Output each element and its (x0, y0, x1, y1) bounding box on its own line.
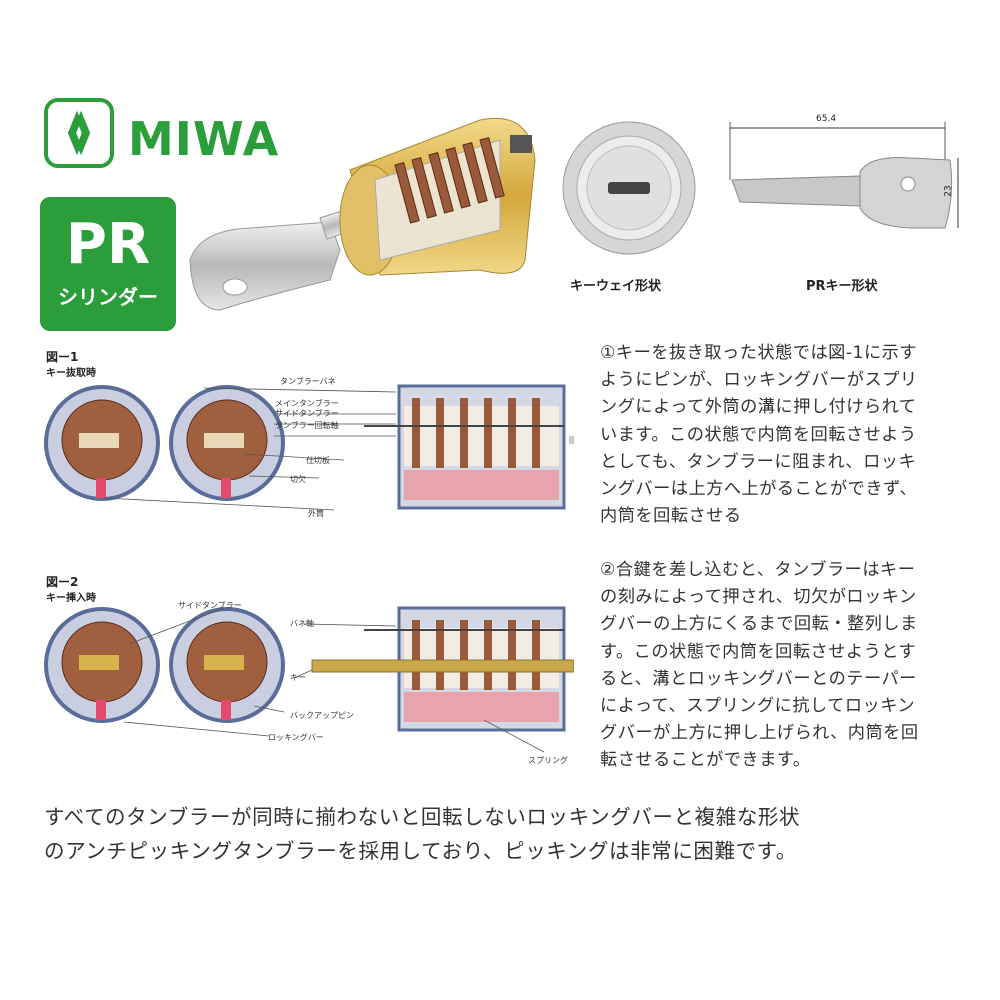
summary-line: すべてのタンブラーが同時に揃わないと回転しないロッキングバーと複雑な形状 (44, 805, 801, 829)
para2-line: ると、溝とロッキングバーとのテーパー (600, 668, 917, 689)
callout-tumbler-axis: タンブラー回転軸 (275, 421, 339, 430)
callout-locking-bar: ロッキングバー (268, 733, 324, 742)
para2-line: の刻みによって押され、切欠がロッキン (600, 587, 917, 608)
para2-line: によって、スプリングに抗してロッキン (600, 696, 916, 717)
callout-notch: 切欠 (290, 475, 306, 484)
para2-line: グバーの上方にくるまで回転・整列しま (600, 614, 918, 635)
badge-title: PR (65, 212, 151, 277)
figure1-sublabel: キー抜取時 (46, 368, 96, 379)
callout-side-tumbler: サイドタンブラー (275, 409, 339, 418)
callout-outer-shell: 外筒 (308, 509, 324, 518)
para2-line: ②合鍵を差し込むと、タンブラーはキー (600, 560, 916, 580)
miwa-logo-mark (44, 98, 114, 168)
figure1-label: 図ー1 (46, 350, 79, 364)
callout-tumbler-spring: タンブラーバネ (280, 377, 336, 386)
para1-line: としても、タンブラーに阻まれ、ロッキ (600, 451, 917, 472)
fig1-leader-lines (103, 387, 397, 511)
badge-subtitle: シリンダー (58, 285, 158, 309)
fig2-cross-section-right (169, 607, 285, 723)
fig1-cross-section-right (169, 385, 285, 501)
explanation-paragraph-1: ①キーを抜き取った状態では図-1に示す ようにピンが、ロッキングバーがスプリ ン… (600, 340, 990, 530)
key-length-label: 65.4 (816, 114, 837, 124)
para2-line: 転させることができます。 (600, 750, 811, 771)
key-caption: PRキー形状 (806, 279, 878, 294)
summary-text: すべてのタンブラーが同時に揃わないと回転しないロッキングバーと複雑な形状 のアン… (44, 800, 984, 868)
figure2-diagram (44, 606, 574, 753)
para1-line: ングバーは上方へ上がることができず、 (600, 479, 918, 500)
para1-line: ようにピンが、ロッキングバーがスプリ (600, 370, 918, 391)
para1-line: 内筒を回転させる (600, 506, 742, 527)
callout-spring-axis: バネ軸 (290, 619, 314, 628)
cylinder-cutaway-illustration (189, 117, 536, 311)
diamond-logo-icon (67, 110, 91, 156)
fig1-longitudinal-section (364, 384, 574, 510)
summary-line: のアンチピッキングタンブラーを採用しており、ピッキングは非常に困難です。 (44, 839, 797, 863)
callout-spring: スプリング (528, 756, 568, 765)
fig2-cross-section-left (44, 607, 160, 723)
callout-backup-pin: バックアップピン (290, 711, 354, 720)
para1-line: ングによって外筒の溝に押し付けられて (600, 397, 917, 418)
callout-key: キー (290, 673, 306, 682)
brand-logo-text: MIWA (128, 112, 280, 166)
figure1-diagram (44, 384, 574, 511)
pr-badge: PR シリンダー (40, 197, 176, 331)
para1-line: ①キーを抜き取った状態では図-1に示す (600, 343, 918, 363)
callout-partition: 仕切板 (306, 456, 330, 465)
explanation-paragraph-2: ②合鍵を差し込むと、タンブラーはキー の刻みによって押され、切欠がロッキン グバ… (600, 557, 990, 775)
callout-main-tumbler: メインタンブラー (275, 399, 339, 408)
callout-side-tumbler-2: サイドタンブラー (178, 601, 242, 610)
pr-key-illustration (729, 122, 959, 229)
fig2-longitudinal-section (311, 606, 574, 732)
key-height-label: 23 (943, 185, 954, 197)
para1-line: います。この状態で内筒を回転させよう (600, 424, 917, 445)
fig2-leader-lines (123, 607, 545, 753)
para2-line: す。この状態で内筒を回転させようとす (600, 641, 917, 662)
figure2-sublabel: キー挿入時 (46, 593, 96, 604)
para2-line: グバーが上方に押し上げられ、内筒を回 (600, 723, 919, 744)
figure2-label: 図ー2 (46, 575, 79, 589)
keyway-face-illustration (562, 121, 696, 255)
keyway-caption: キーウェイ形状 (570, 279, 662, 294)
fig1-cross-section-left (44, 385, 160, 501)
